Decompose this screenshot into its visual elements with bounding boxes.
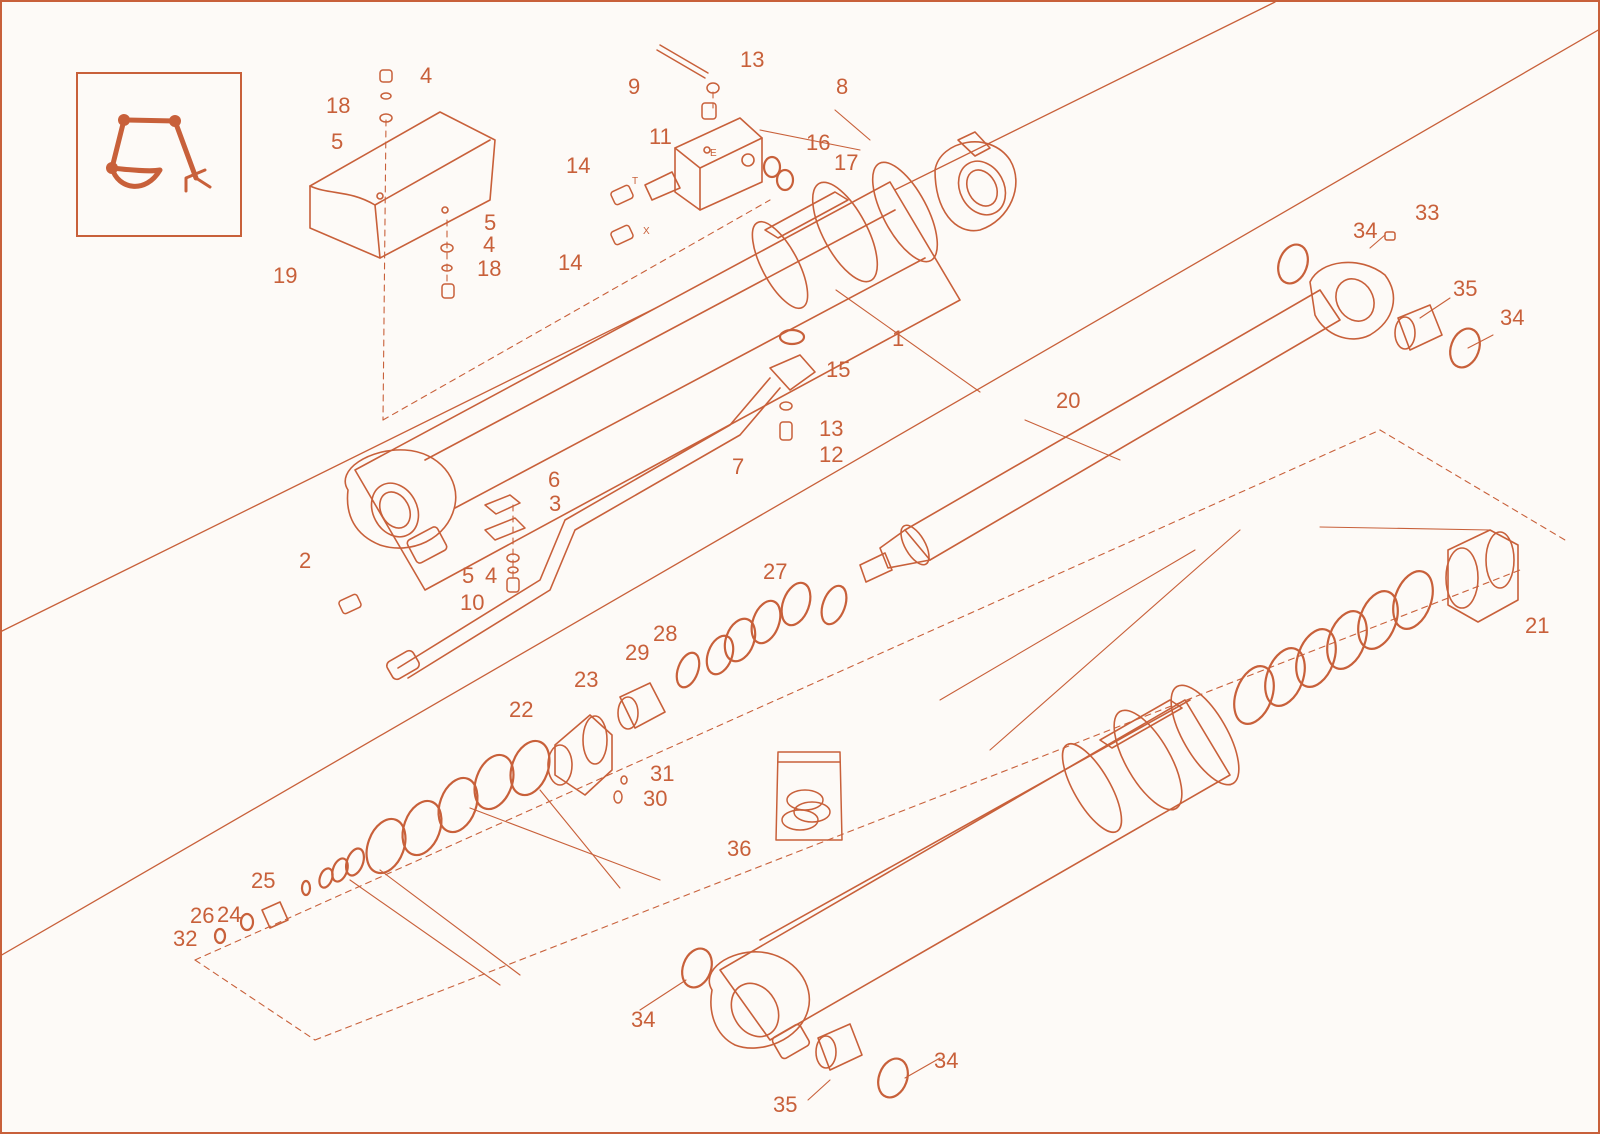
callout-2: 2	[299, 548, 311, 573]
callout-25: 25	[251, 868, 275, 893]
boom-cylinder-icon	[76, 72, 242, 237]
callout-24: 24	[217, 902, 241, 927]
callout-8: 8	[836, 74, 848, 99]
callout-30: 30	[643, 786, 667, 811]
callout-32: 32	[173, 926, 197, 951]
seal-kit-bag	[775, 751, 843, 841]
callout-9: 9	[628, 74, 640, 99]
callout-34: 34	[1353, 218, 1377, 243]
callout-6: 6	[548, 467, 560, 492]
callout-19: 19	[273, 263, 297, 288]
callout-34: 34	[1500, 305, 1524, 330]
leader-lines	[349, 109, 1494, 1101]
callout-14: 14	[558, 250, 582, 275]
callout-22: 22	[509, 697, 533, 722]
callout-5: 5	[462, 563, 474, 588]
cover-plate	[309, 111, 496, 259]
callout-18: 18	[326, 93, 350, 118]
callout-3: 3	[549, 491, 561, 516]
callout-35: 35	[1453, 276, 1477, 301]
callout-10: 10	[460, 590, 484, 615]
seal-rings	[213, 155, 1481, 1099]
callout-21: 21	[1525, 613, 1549, 638]
hydraulic-pipe	[386, 354, 816, 681]
cylinder-tube-lower	[708, 684, 1240, 1060]
callout-1: 1	[892, 326, 904, 351]
callout-28: 28	[653, 621, 677, 646]
callout-36: 36	[727, 836, 751, 861]
callout-labels: 1 2 3 4 4 4 5 5 5 6 7 8 9 10 11 12 13 13…	[173, 47, 1549, 1117]
callout-16: 16	[806, 130, 830, 155]
callout-13: 13	[740, 47, 764, 72]
cylinder-tube-upper	[344, 131, 1017, 591]
callout-13: 13	[819, 416, 843, 441]
callout-5: 5	[484, 210, 496, 235]
callout-4: 4	[420, 63, 432, 88]
callout-34: 34	[631, 1007, 655, 1032]
callout-11: 11	[649, 124, 672, 149]
callout-27: 27	[763, 559, 787, 584]
assembly-guides	[194, 91, 1566, 1041]
piston-and-bushes	[261, 304, 1519, 1071]
section-divider	[0, 1, 1600, 957]
valve-block	[644, 117, 763, 211]
callout-7: 7	[732, 454, 744, 479]
port-mark-e: E	[710, 148, 717, 159]
callout-33: 33	[1415, 200, 1439, 225]
port-mark-t: T	[632, 176, 638, 187]
piston-rod	[859, 261, 1395, 583]
callout-29: 29	[625, 640, 649, 665]
callout-4: 4	[485, 563, 497, 588]
callout-18: 18	[477, 256, 501, 281]
callout-26: 26	[190, 903, 214, 928]
callout-4: 4	[483, 232, 495, 257]
callout-15: 15	[826, 357, 850, 382]
callout-5: 5	[331, 129, 343, 154]
callout-34: 34	[934, 1048, 958, 1073]
callout-17: 17	[834, 150, 858, 175]
callout-12: 12	[819, 442, 843, 467]
callout-23: 23	[574, 667, 598, 692]
callout-35: 35	[773, 1092, 797, 1117]
callout-14: 14	[566, 153, 590, 178]
port-mark-x: X	[643, 226, 650, 237]
callout-20: 20	[1056, 388, 1080, 413]
callout-31: 31	[650, 761, 674, 786]
